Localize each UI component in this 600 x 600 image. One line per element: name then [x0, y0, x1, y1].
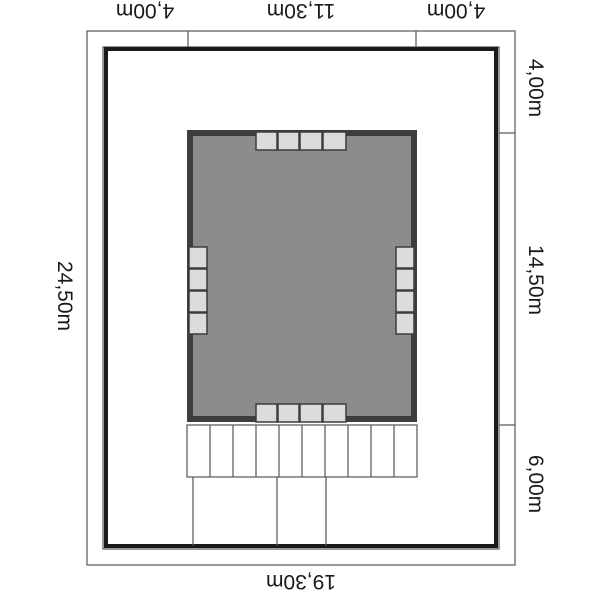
window-right-4 [395, 312, 415, 335]
top-dimension-right: 4,00m [427, 0, 485, 22]
window-top-1 [255, 131, 278, 151]
bottom-dimension: 19,30m [266, 570, 336, 593]
right-dimension-top: 4,00m [524, 59, 547, 117]
window-left-3 [188, 290, 208, 313]
window-right-2 [395, 268, 415, 291]
right-dimension-bottom: 6,00m [524, 455, 547, 513]
window-top-3 [299, 131, 323, 151]
building [187, 130, 417, 422]
right-dimension-middle: 14,50m [524, 245, 547, 315]
window-right-3 [395, 290, 415, 313]
window-bottom-1 [255, 403, 278, 423]
window-right-1 [395, 246, 415, 269]
top-dimension-left: 4,00m [116, 0, 174, 22]
left-dimension: 24,50m [53, 261, 76, 331]
window-bottom-4 [322, 403, 347, 423]
window-top-2 [277, 131, 300, 151]
window-bottom-2 [277, 403, 300, 423]
window-left-2 [188, 268, 208, 291]
dimension-labels: 4,00m 11,30m 4,00m 19,30m 24,50m 4,00m 1… [53, 0, 547, 593]
windows [188, 131, 415, 423]
window-left-1 [188, 246, 208, 269]
window-bottom-3 [299, 403, 323, 423]
window-left-4 [188, 312, 208, 335]
top-dimension-center: 11,30m [267, 0, 336, 22]
parking-stalls [186, 424, 418, 478]
building-interior [193, 136, 411, 416]
window-top-4 [322, 131, 347, 151]
plot-boundary [104, 47, 498, 548]
driveway [192, 477, 327, 546]
